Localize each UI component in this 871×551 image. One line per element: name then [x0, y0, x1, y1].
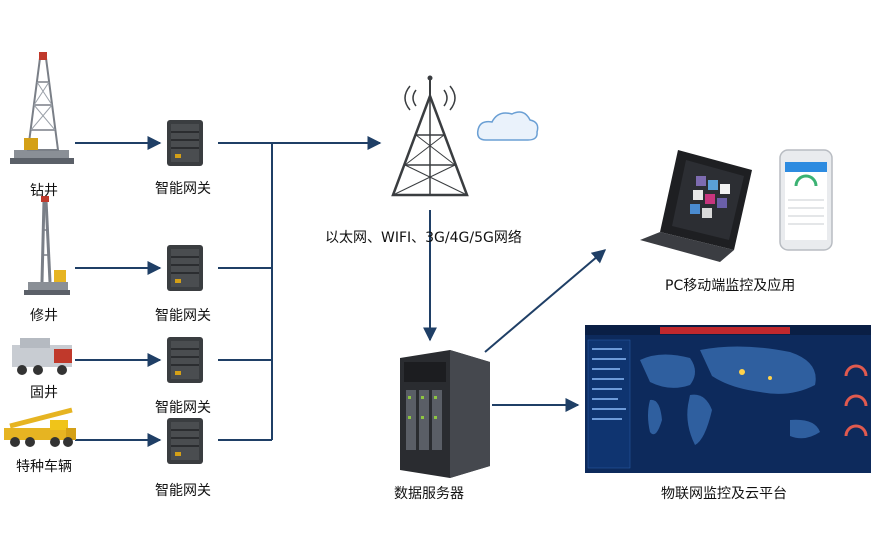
world-map [640, 346, 820, 445]
cloud-platform-label: 物联网监控及云平台 [661, 486, 787, 502]
gateway-icon [167, 120, 203, 166]
source-label-cementing: 固井 [30, 385, 58, 401]
gateway-label: 智能网关 [155, 400, 211, 416]
laptop-screen-tiles [690, 176, 730, 218]
workover-rig-icon [24, 196, 70, 295]
connector-lines [75, 136, 607, 447]
arrow-server-to-pc [484, 249, 607, 353]
gateway-label: 智能网关 [155, 181, 211, 197]
pc-mobile-label: PC移动端监控及应用 [665, 278, 796, 294]
source-label-workover: 修井 [30, 308, 58, 324]
cementing-truck-icon [12, 338, 72, 375]
server-label: 数据服务器 [394, 486, 464, 502]
network-label: 以太网、WIFI、3G/4G/5G网络 [325, 230, 522, 246]
crane-truck-icon [4, 407, 76, 447]
antenna-tower-icon [391, 75, 469, 197]
source-label-special-vehicle: 特种车辆 [16, 459, 72, 475]
cloud-icon [476, 111, 539, 141]
server-icon [400, 350, 490, 478]
drilling-rig-icon [10, 52, 74, 164]
monitoring-platform-screen [585, 325, 871, 473]
smartphone-icon [779, 149, 833, 251]
laptop-icon [640, 150, 752, 262]
gateway-icon [167, 245, 203, 291]
gateway-label: 智能网关 [155, 308, 211, 324]
source-label-drilling: 钻井 [30, 183, 58, 199]
gateway-icon [167, 418, 203, 464]
gateway-label: 智能网关 [155, 483, 211, 499]
gateway-icon [167, 337, 203, 383]
